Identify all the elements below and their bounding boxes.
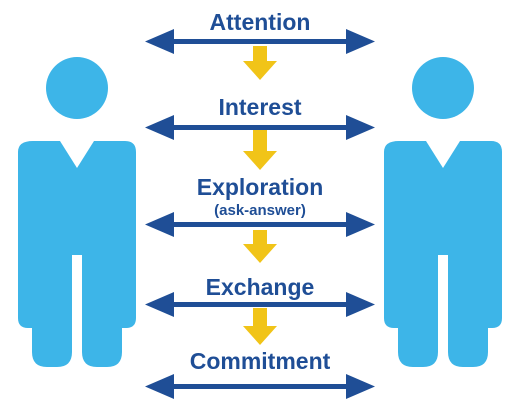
right-person-icon <box>384 57 502 367</box>
flow-arrow-1 <box>243 46 277 80</box>
exchange-arrow-5 <box>145 374 375 399</box>
exchange-arrow-2 <box>145 115 375 140</box>
left-person-icon <box>18 57 136 367</box>
stage-label-attention: Attention <box>209 9 311 35</box>
stage-label-exchange: Exchange <box>205 274 315 300</box>
stage-label-commitment: Commitment <box>189 348 331 374</box>
stage-label-interest: Interest <box>218 94 302 120</box>
flow-arrow-2 <box>243 130 277 170</box>
flow-arrow-4 <box>243 308 277 345</box>
exchange-arrow-4 <box>145 292 375 317</box>
exchange-arrow-1 <box>145 29 375 54</box>
flow-arrow-3 <box>243 230 277 263</box>
stage-sublabel-exploration: (ask-answer) <box>214 202 306 219</box>
exchange-arrow-3 <box>145 212 375 237</box>
stage-label-exploration: Exploration <box>196 174 324 200</box>
